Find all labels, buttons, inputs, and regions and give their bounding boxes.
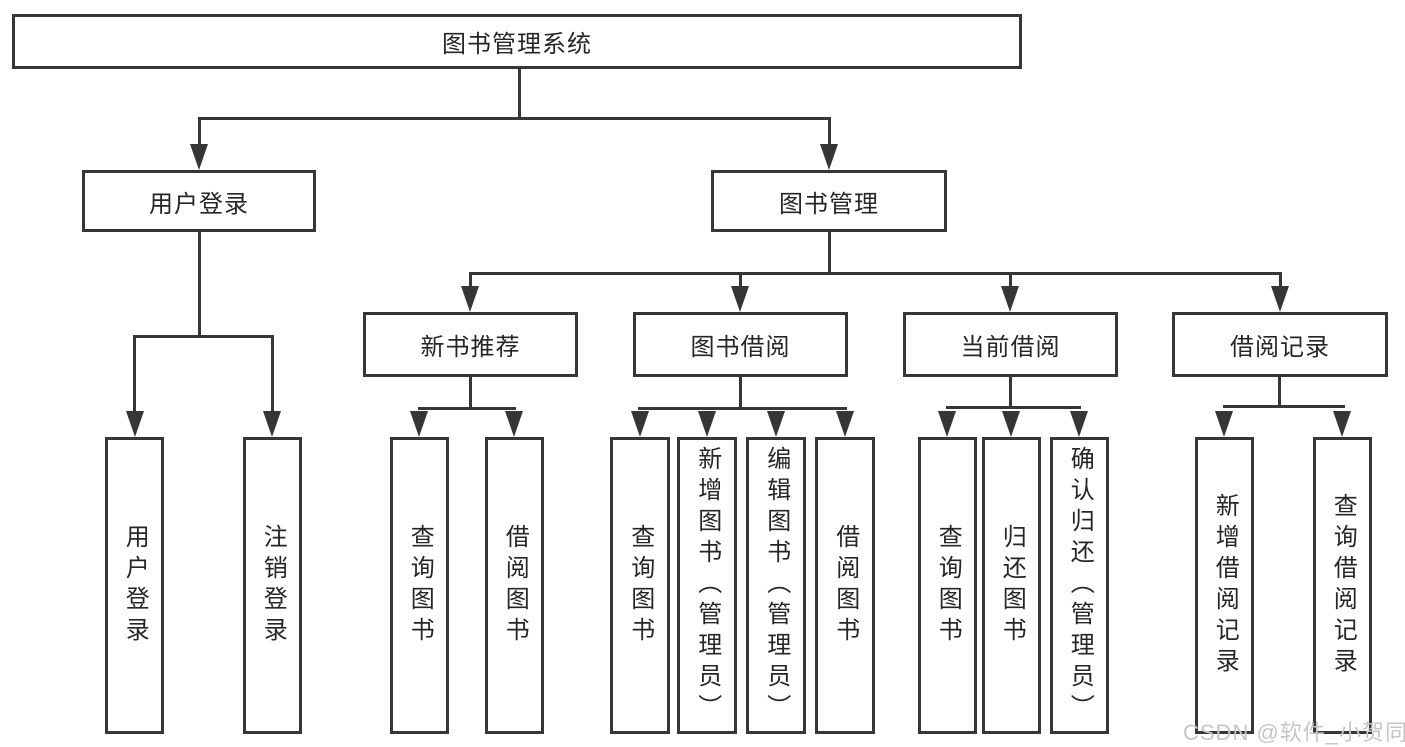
leaf-label: 借阅图书: [501, 523, 529, 648]
connector-stem: [198, 232, 201, 336]
connector-drop: [469, 275, 472, 287]
leaf-label: 归还图书: [998, 523, 1026, 648]
leaf-return-books: 归还图书: [982, 437, 1041, 734]
connector-stem: [828, 232, 831, 275]
connector-bar: [946, 406, 1081, 409]
leaf-label: 编辑图书（管理员）: [762, 446, 790, 725]
leaf-label: 查询图书: [626, 523, 654, 648]
arrow-down-icon: [1215, 411, 1233, 437]
node-book-management: 图书管理: [711, 170, 947, 232]
leaf-label: 新增图书（管理员）: [693, 446, 721, 725]
arrow-down-icon: [820, 144, 838, 170]
leaf-label: 借阅图书: [831, 523, 859, 648]
connector-drop: [198, 120, 201, 146]
connector-root-bar: [198, 117, 831, 120]
leaf-borrow-books: 借阅图书: [485, 437, 544, 734]
connector-bar: [638, 407, 847, 410]
connector-bar: [133, 335, 274, 338]
leaf-label: 查询图书: [406, 523, 434, 648]
node-book-borrowing: 图书借阅: [633, 312, 848, 377]
arrow-down-icon: [190, 144, 208, 170]
arrow-down-icon: [731, 286, 749, 312]
arrow-down-icon: [836, 411, 854, 437]
arrow-down-icon: [1333, 411, 1351, 437]
leaf-confirm-return-admin: 确认归还（管理员）: [1050, 437, 1109, 734]
leaf-label: 确认归还（管理员）: [1066, 446, 1094, 725]
connector-drop: [133, 338, 136, 411]
node-borrowing-records: 借阅记录: [1172, 312, 1388, 377]
connector-stem: [1009, 377, 1012, 409]
arrow-down-icon: [631, 411, 649, 437]
arrow-down-icon: [126, 411, 144, 437]
connector-drop: [1279, 275, 1282, 287]
watermark: CSDN @软件_小贺同学: [1183, 720, 1405, 745]
leaf-borrow-books: 借阅图书: [815, 437, 875, 734]
connector-drop: [1009, 275, 1012, 287]
connector-bar: [469, 272, 1282, 275]
arrow-down-icon: [263, 411, 281, 437]
leaf-query-borrow-record: 查询借阅记录: [1313, 437, 1372, 734]
leaf-add-borrow-record: 新增借阅记录: [1195, 437, 1254, 734]
node-user-login: 用户登录: [82, 170, 316, 232]
node-new-book-recommendation: 新书推荐: [363, 312, 578, 377]
node-current-borrowing: 当前借阅: [903, 312, 1118, 377]
leaf-label: 用户登录: [121, 523, 149, 648]
leaf-edit-books-admin: 编辑图书（管理员）: [746, 437, 806, 734]
arrow-down-icon: [410, 411, 428, 437]
leaf-query-books: 查询图书: [610, 437, 670, 734]
arrow-down-icon: [1070, 411, 1088, 437]
arrow-down-icon: [505, 411, 523, 437]
leaf-logout: 注销登录: [243, 437, 302, 734]
leaf-label: 查询图书: [934, 523, 962, 648]
connector-stem: [469, 377, 472, 410]
connector-bar: [1223, 405, 1345, 408]
connector-drop: [828, 120, 831, 146]
leaf-query-books: 查询图书: [390, 437, 449, 734]
connector-drop: [271, 338, 274, 411]
node-library-management-system: 图书管理系统: [12, 14, 1022, 69]
leaf-add-books-admin: 新增图书（管理员）: [677, 437, 737, 734]
arrow-down-icon: [461, 286, 479, 312]
arrow-down-icon: [938, 411, 956, 437]
arrow-down-icon: [1002, 411, 1020, 437]
connector-drop: [739, 275, 742, 287]
arrow-down-icon: [767, 411, 785, 437]
arrow-down-icon: [1001, 286, 1019, 312]
leaf-user-login: 用户登录: [105, 437, 164, 734]
leaf-label: 查询借阅记录: [1329, 492, 1357, 679]
connector-bar: [418, 407, 516, 410]
leaf-label: 新增借阅记录: [1211, 492, 1239, 679]
connector-root-stem: [518, 69, 521, 118]
connector-stem: [739, 377, 742, 410]
arrow-down-icon: [1271, 286, 1289, 312]
leaf-query-books: 查询图书: [918, 437, 977, 734]
arrow-down-icon: [698, 411, 716, 437]
leaf-label: 注销登录: [259, 523, 287, 648]
connector-stem: [1278, 377, 1281, 408]
